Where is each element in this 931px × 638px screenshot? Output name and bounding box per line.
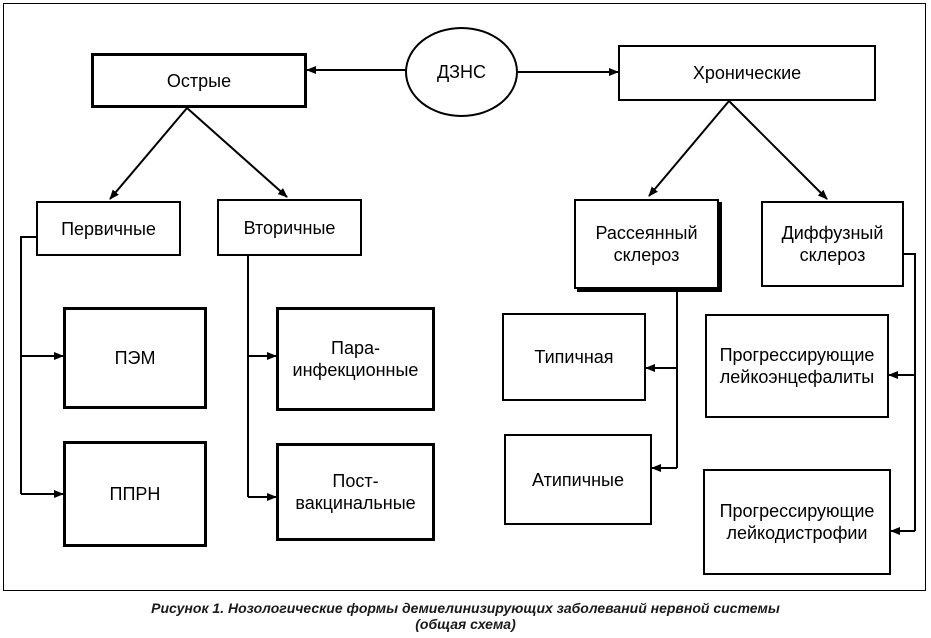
node-leukoencephalitis: Прогрессирующие лейкоэнцефалиты — [705, 314, 889, 418]
figure-caption-line2: (общая схема) — [415, 616, 516, 632]
node-leukoencephalitis-label: Прогрессирующие лейкоэнцефалиты — [719, 345, 875, 387]
node-secondary: Вторичные — [217, 199, 362, 256]
node-postvaccinal: Пост- вакцинальные — [276, 443, 435, 541]
node-chronic-label: Хронические — [692, 63, 802, 83]
figure-caption-line1: Рисунок 1. Нозологические формы демиелин… — [151, 600, 780, 616]
node-diffuse-sclerosis-label: Диффузный склероз — [781, 223, 884, 265]
arrow-chronic-to-diffuse — [728, 100, 828, 200]
node-primary: Первичные — [36, 201, 181, 256]
node-chronic: Хронические — [618, 45, 876, 101]
connector-primary-bracket — [20, 236, 36, 494]
node-postvaccinal-label: Пост- вакцинальные — [295, 471, 416, 513]
node-diffuse-sclerosis: Диффузный склероз — [761, 201, 904, 287]
node-primary-label: Первичные — [61, 218, 156, 239]
node-acute: Острые — [91, 53, 307, 108]
node-atypical-label: Атипичные — [532, 469, 624, 490]
diagram-frame — [3, 3, 926, 591]
node-pem: ПЭМ — [63, 307, 207, 409]
node-pprn: ППРН — [63, 441, 207, 547]
root-node-dzns: ДЗНС — [405, 27, 518, 117]
node-typical: Типичная — [502, 313, 646, 401]
node-parainfectious-label: Пара- инфекционные — [292, 338, 419, 380]
arrow-chronic-to-ms — [648, 100, 730, 197]
arrow-acute-to-secondary — [186, 107, 288, 198]
node-multiple-sclerosis: Рассеянный склероз — [574, 199, 719, 289]
node-atypical: Атипичные — [504, 434, 652, 525]
node-leukodystrophy-label: Прогрессирующие лейкодистрофии — [719, 501, 875, 543]
node-acute-label: Острые — [166, 70, 232, 91]
node-secondary-label: Вторичные — [243, 217, 336, 238]
connector-diffuse-bracket — [904, 253, 916, 531]
node-pprn-label: ППРН — [109, 484, 161, 504]
arrow-acute-to-primary — [109, 107, 188, 200]
node-multiple-sclerosis-label: Рассеянный склероз — [595, 223, 698, 265]
figure-caption: Рисунок 1. Нозологические формы демиелин… — [0, 600, 931, 632]
root-node-label: ДЗНС — [436, 62, 487, 82]
node-parainfectious: Пара- инфекционные — [276, 307, 435, 411]
node-leukodystrophy: Прогрессирующие лейкодистрофии — [703, 469, 891, 575]
node-typical-label: Типичная — [534, 347, 614, 367]
node-pem-label: ПЭМ — [114, 348, 156, 368]
